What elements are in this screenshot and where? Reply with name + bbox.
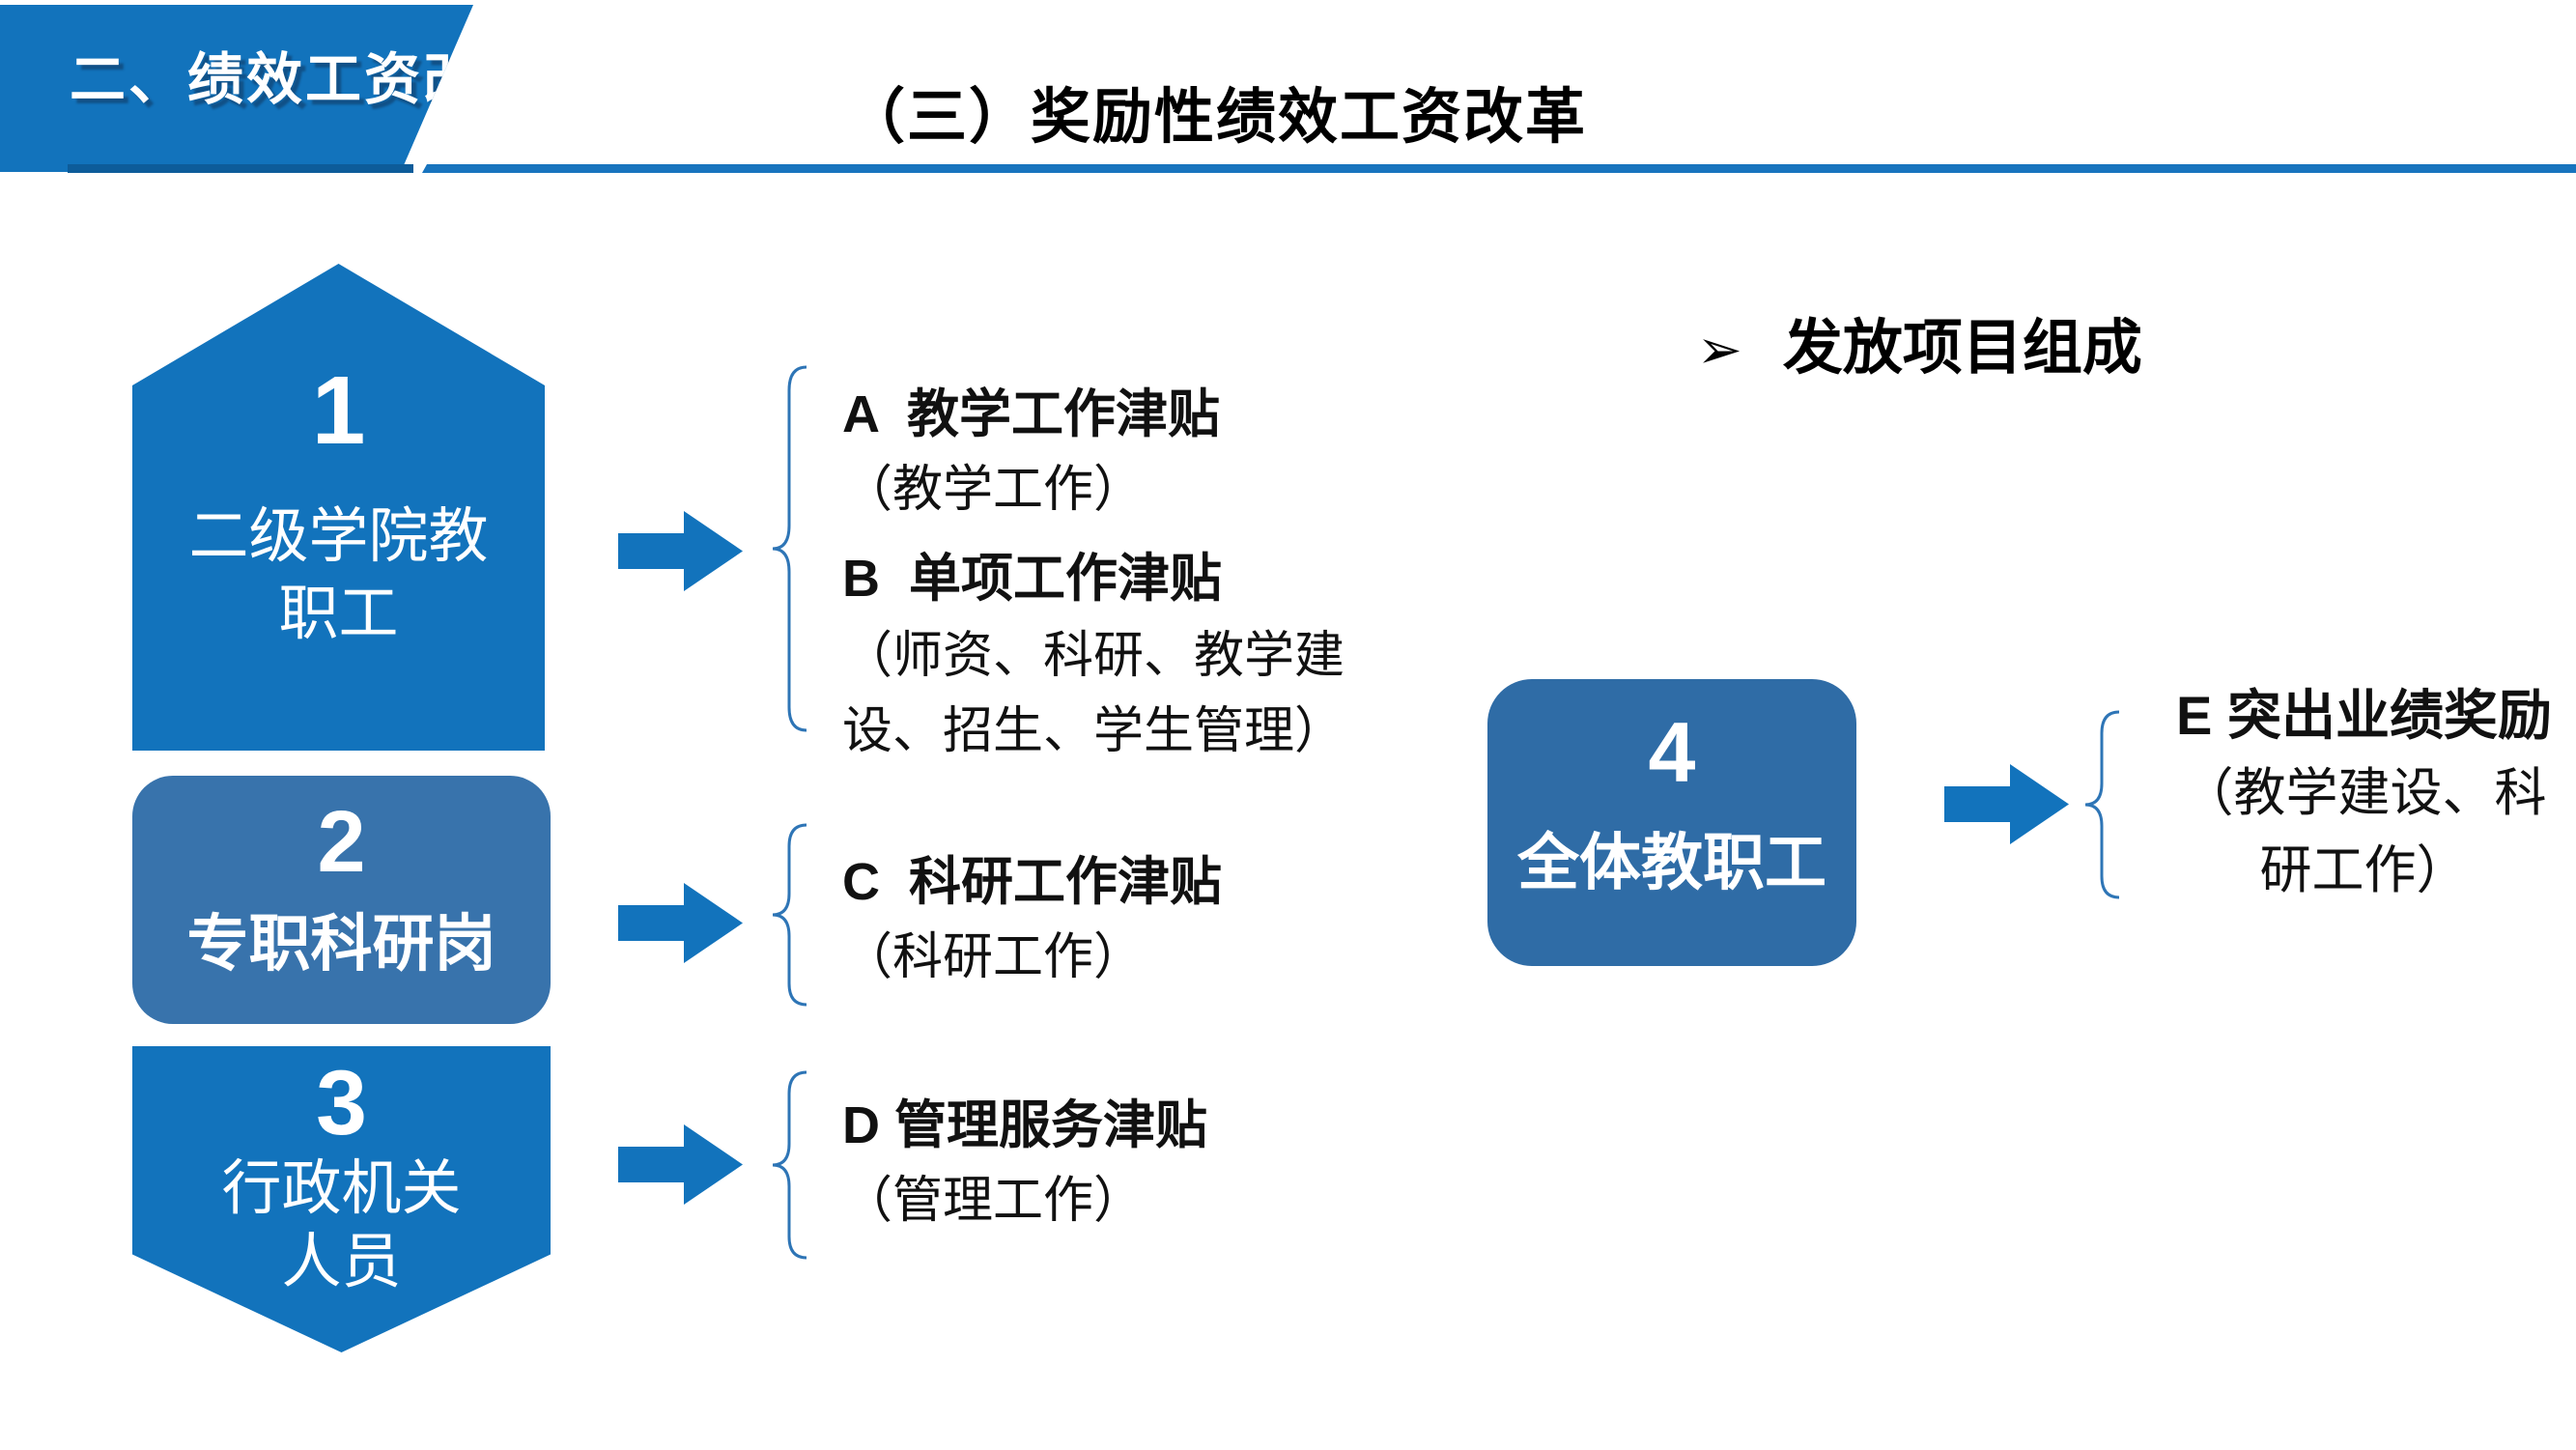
group-shape-secondary-college-staff: 1 二级学院教职工 [132, 264, 545, 751]
allowance-title: A 教学工作津贴 [842, 385, 1220, 443]
arrowhead-bullet-icon: ➢ [1696, 319, 1742, 380]
allowance-title: C 科研工作津贴 [842, 853, 1223, 911]
brace-icon [2082, 710, 2121, 899]
allowance-title: E 突出业绩奖励 [2176, 685, 2552, 746]
allowance-detail: 研工作） [2259, 841, 2469, 899]
allowance-title: D 管理服务津贴 [842, 1096, 1207, 1154]
title-underline-overlap [68, 164, 413, 173]
section-header: ➢ 发放项目组成 [1630, 230, 2142, 454]
allowance-item-a: A 教学工作津贴 （教学工作） [842, 377, 1220, 527]
right-arrow-icon [618, 882, 744, 964]
allowance-detail: （管理工作） [842, 1173, 1145, 1229]
brace-icon [770, 823, 808, 1007]
group-number: 4 [1648, 704, 1696, 800]
group-shape-research-post: 2 专职科研岗 [132, 776, 551, 1024]
right-arrow-icon [618, 1123, 744, 1206]
section-banner: 二、绩效工资改革 [0, 5, 473, 172]
allowance-detail: （科研工作） [842, 929, 1145, 985]
right-arrow-icon [1944, 763, 2070, 845]
group-label: 二级学院教职工 [188, 503, 489, 647]
section-banner-label: 二、绩效工资改革 [70, 48, 542, 111]
brace-icon [770, 365, 808, 732]
section-header-label: 发放项目组成 [1782, 315, 2142, 382]
group-shape-all-staff: 4 全体教职工 [1487, 679, 1856, 966]
allowance-detail: （教学建设、科 [2181, 764, 2547, 822]
allowance-item-d: D 管理服务津贴 （管理工作） [842, 1088, 1207, 1238]
group-label: 行政机关人员 [221, 1155, 462, 1295]
allowance-title: B 单项工作津贴 [842, 550, 1223, 608]
group-label: 全体教职工 [1517, 828, 1826, 897]
allowance-item-b: B 单项工作津贴 （师资、科研、教学建 设、招生、学生管理） [842, 539, 1345, 769]
allowance-item-e: E 突出业绩奖励 （教学建设、科 研工作） [2149, 677, 2576, 909]
group-number: 2 [317, 794, 366, 891]
right-arrow-icon [618, 510, 744, 592]
group-label: 专职科研岗 [186, 909, 496, 979]
allowance-detail: （教学工作） [842, 462, 1145, 518]
allowance-item-c: C 科研工作津贴 （科研工作） [842, 844, 1222, 995]
group-shape-admin-staff: 3 行政机关人员 [132, 1046, 551, 1352]
title-underline [422, 164, 2576, 173]
allowance-detail: （师资、科研、教学建 [842, 628, 1345, 684]
brace-icon [770, 1070, 808, 1260]
page-title: （三）奖励性绩效工资改革 [845, 84, 1588, 151]
group-number: 3 [316, 1052, 367, 1154]
allowance-detail: 设、招生、学生管理） [842, 703, 1345, 759]
group-number: 1 [311, 356, 366, 465]
